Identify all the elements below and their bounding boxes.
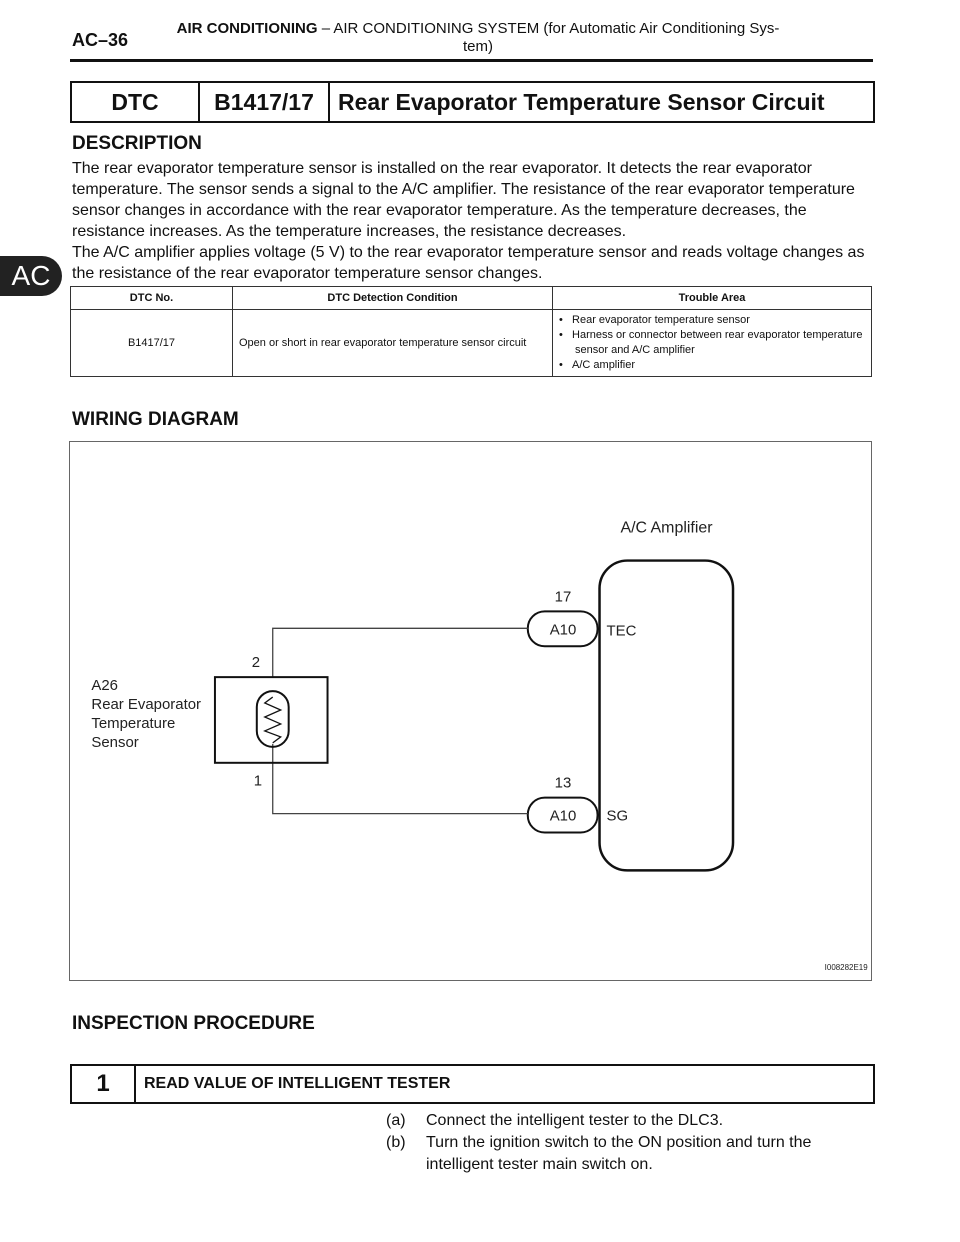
description-text: The rear evaporator temperature sensor i… [72, 158, 872, 284]
sensor-pin-bottom: 1 [254, 773, 262, 790]
amplifier-label: A/C Amplifier [620, 520, 713, 537]
connector-top-label: A10 [550, 621, 577, 638]
inspection-heading: INSPECTION PROCEDURE [72, 1013, 315, 1034]
list-item: (b) Turn the ignition switch to the ON p… [386, 1132, 866, 1176]
substep-list: (a) Connect the intelligent tester to th… [386, 1110, 866, 1176]
connector-bottom-label: A10 [550, 808, 577, 825]
substep-label: (b) [386, 1134, 406, 1151]
step-box: 1 READ VALUE OF INTELLIGENT TESTER [70, 1064, 875, 1104]
wire-bottom [272, 743, 528, 815]
section-tab: AC [0, 256, 62, 296]
substep-text: Connect the intelligent tester to the DL… [426, 1112, 724, 1129]
wiring-diagram: A/C Amplifier A10 17 TEC A10 13 SG 2 1 A… [69, 441, 872, 981]
step-title: READ VALUE OF INTELLIGENT TESTER [144, 1075, 451, 1092]
trouble-area-item: • A/C amplifier [559, 359, 635, 371]
sensor-label-line4: Sensor [91, 734, 138, 751]
dtc-table: DTC No. DTC Detection Condition Trouble … [70, 286, 872, 377]
header-section: AIR CONDITIONING [176, 20, 318, 37]
wiring-heading: WIRING DIAGRAM [72, 409, 239, 430]
table-header-condition: DTC Detection Condition [232, 286, 553, 310]
description-para1: The rear evaporator temperature sensor i… [72, 160, 855, 240]
step-number: 1 [72, 1066, 136, 1102]
figure-id: I008282E19 [825, 963, 869, 972]
table-cell-code: B1417/17 [70, 309, 233, 377]
connector-bottom [526, 796, 599, 834]
connector-top-pin: 17 [555, 588, 572, 605]
description-para2: The A/C amplifier applies voltage (5 V) … [72, 244, 865, 282]
sensor-label-line3: Temperature [91, 715, 175, 732]
dtc-title-box: DTC B1417/17 Rear Evaporator Temperature… [70, 81, 875, 123]
sensor-pin-top: 2 [252, 654, 260, 671]
amplifier-body [598, 559, 735, 872]
page-number: AC–36 [72, 30, 129, 50]
dtc-name: Rear Evaporator Temperature Sensor Circu… [338, 88, 825, 115]
header-separator: – [321, 20, 331, 37]
table-header-dtc-no: DTC No. [70, 286, 233, 310]
table-cell-areas: • Rear evaporator temperature sensor • H… [552, 309, 872, 377]
table-header-trouble-area: Trouble Area [552, 286, 872, 310]
header-title-line1: AIR CONDITIONING SYSTEM (for Automatic A… [333, 20, 780, 37]
trouble-area-item: • Harness or connector between rear evap… [559, 329, 863, 356]
description-heading: DESCRIPTION [72, 133, 202, 154]
table-cell-condition: Open or short in rear evaporator tempera… [232, 309, 553, 377]
terminal-tec: TEC [606, 622, 636, 639]
thermistor-icon [255, 690, 290, 748]
dtc-code: B1417/17 [200, 83, 330, 121]
trouble-area-item: • Rear evaporator temperature sensor [559, 314, 750, 326]
list-item: (a) Connect the intelligent tester to th… [386, 1110, 866, 1132]
sensor-label-line1: A26 [91, 677, 118, 694]
connector-bottom-pin: 13 [555, 775, 572, 792]
resistor-zigzag-icon [263, 696, 283, 744]
wire-top [272, 627, 528, 678]
table-row: B1417/17 Open or short in rear evaporato… [70, 309, 872, 377]
header-rule [70, 59, 873, 62]
sensor-box [213, 676, 329, 764]
page-header-title: AIR CONDITIONING – AIR CONDITIONING SYST… [148, 20, 808, 56]
substep-text: Turn the ignition switch to the ON posit… [426, 1134, 812, 1173]
sensor-label-line2: Rear Evaporator [91, 696, 201, 713]
dtc-label: DTC [72, 83, 200, 121]
substep-label: (a) [386, 1112, 406, 1129]
terminal-sg: SG [606, 808, 628, 825]
header-title-line2: tem) [463, 38, 493, 55]
